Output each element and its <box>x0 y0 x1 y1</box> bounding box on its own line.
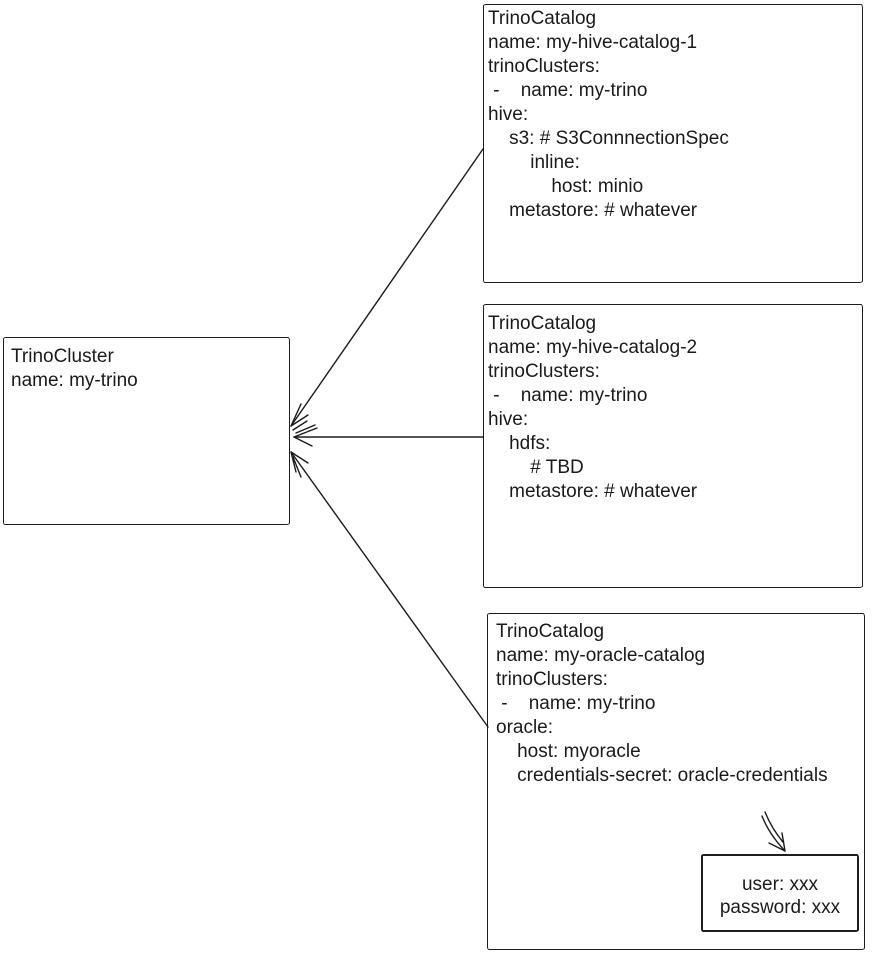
yaml-line: # TBD <box>488 457 584 478</box>
yaml-line: - name: my-trino <box>488 80 648 101</box>
yaml-line: hive: <box>488 409 529 430</box>
yaml-line: TrinoCatalog <box>496 621 605 642</box>
yaml-line: - name: my-trino <box>496 693 656 714</box>
yaml-line: host: myoracle <box>496 741 641 762</box>
yaml-line: metastore: # whatever <box>488 481 698 502</box>
trinocluster-title: TrinoCluster <box>11 346 114 367</box>
yaml-line: hive: <box>488 104 529 125</box>
yaml-line: name: my-oracle-catalog <box>496 645 706 666</box>
yaml-line: TrinoCatalog <box>488 8 597 29</box>
yaml-line: trinoClusters: <box>488 361 600 382</box>
yaml-line: name: my-hive-catalog-2 <box>488 337 698 358</box>
arrowhead-catalog2 <box>293 424 318 447</box>
yaml-line: - name: my-trino <box>488 385 648 406</box>
trinocatalog-box-oracle: TrinoCatalog name: my-oracle-catalog tri… <box>487 613 865 950</box>
oracle-credentials-secret-box: user: xxx password: xxx <box>701 854 859 932</box>
yaml-line: name: my-hive-catalog-1 <box>488 32 698 53</box>
trinocatalog-box-hive-2: TrinoCatalog name: my-hive-catalog-2 tri… <box>483 304 863 588</box>
yaml-line: host: minio <box>488 176 644 197</box>
connector-catalog1-to-cluster <box>290 148 484 427</box>
connector-catalog3-to-cluster <box>290 451 489 728</box>
yaml-line: trinoClusters: <box>488 56 600 77</box>
yaml-line: s3: # S3ConnnectionSpec <box>488 128 729 149</box>
trinocluster-box: TrinoCluster name: my-trino <box>3 337 290 525</box>
yaml-line: trinoClusters: <box>496 669 608 690</box>
secret-user-line: user: xxx <box>741 874 819 895</box>
arrowhead-catalog3 <box>290 451 309 478</box>
yaml-line: TrinoCatalog <box>488 313 597 334</box>
yaml-line: inline: <box>488 152 580 173</box>
yaml-line: credentials-secret: oracle-credentials <box>496 765 828 786</box>
yaml-line: hdfs: <box>488 433 551 454</box>
trinocluster-name: name: my-trino <box>11 370 138 391</box>
arrowhead-catalog1 <box>290 403 309 431</box>
yaml-line: metastore: # whatever <box>488 200 698 221</box>
trinocatalog-box-hive-1: TrinoCatalog name: my-hive-catalog-1 tri… <box>483 4 863 283</box>
yaml-line: oracle: <box>496 717 554 738</box>
secret-password-line: password: xxx <box>719 897 841 918</box>
